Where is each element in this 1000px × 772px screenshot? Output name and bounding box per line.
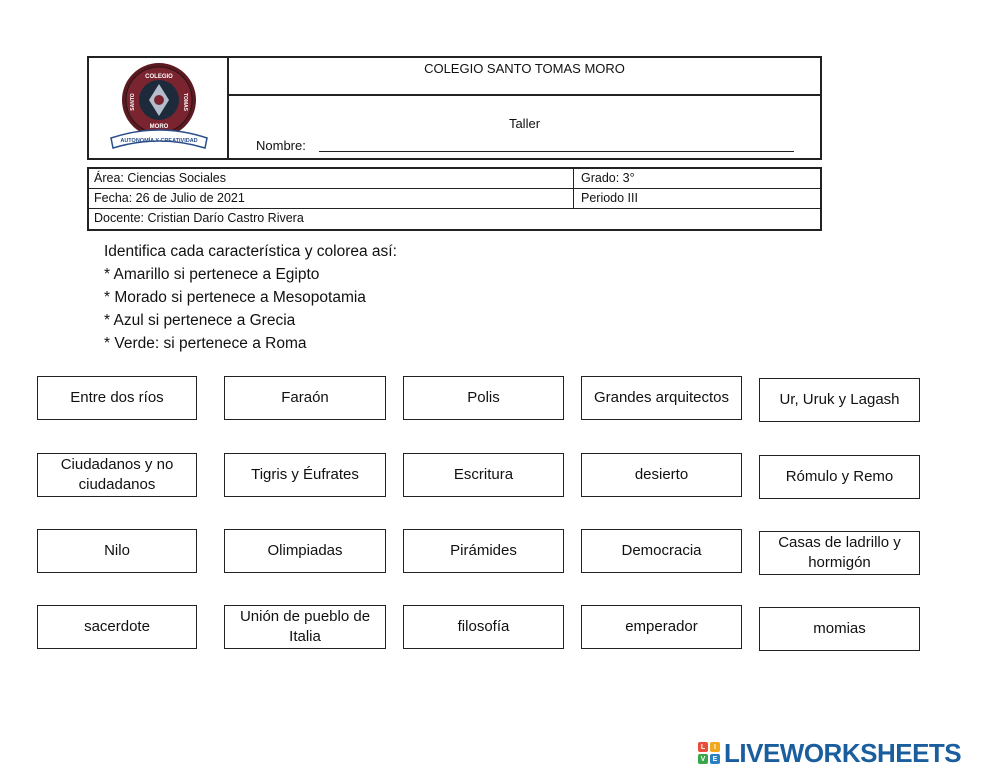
- info-table: Área: Ciencias Sociales Grado: 3° Fecha:…: [87, 167, 822, 231]
- block-i: I: [710, 742, 720, 752]
- block-v: V: [698, 754, 708, 764]
- card-escritura[interactable]: Escritura: [403, 453, 564, 497]
- card-entre-dos-rios[interactable]: Entre dos ríos: [37, 376, 197, 420]
- logo-text-left: SANTO: [130, 93, 136, 111]
- card-emperador[interactable]: emperador: [581, 605, 742, 649]
- logo-text-top: COLEGIO: [145, 74, 173, 80]
- school-name: COLEGIO SANTO TOMAS MORO: [424, 61, 625, 76]
- instruction-egypt: * Amarillo si pertenece a Egipto: [104, 266, 320, 283]
- teacher-value: Docente: Cristian Darío Castro Rivera: [94, 211, 304, 225]
- header-box: COLEGIO SANTO TOMAS MORO AUTONOMÍA Y CRE…: [87, 56, 822, 160]
- card-faraon[interactable]: Faraón: [224, 376, 386, 420]
- school-logo: COLEGIO SANTO TOMAS MORO AUTONOMÍA Y CRE…: [110, 63, 208, 149]
- block-l: L: [698, 742, 708, 752]
- card-ciudadanos[interactable]: Ciudadanos y no ciudadanos: [37, 453, 197, 497]
- card-casas-ladrillo[interactable]: Casas de ladrillo y hormigón: [759, 531, 920, 575]
- workshop-row: Taller Nombre:: [229, 96, 820, 158]
- info-row-teacher: Docente: Cristian Darío Castro Rivera: [89, 209, 820, 229]
- card-nilo[interactable]: Nilo: [37, 529, 197, 573]
- instruction-rome: * Verde: si pertenece a Roma: [104, 335, 307, 352]
- period-value: Periodo III: [581, 191, 638, 205]
- card-romulo-remo[interactable]: Rómulo y Remo: [759, 455, 920, 499]
- card-union-pueblo[interactable]: Unión de pueblo de Italia: [224, 605, 386, 649]
- workshop-title: Taller: [508, 116, 541, 131]
- card-ur-uruk-lagash[interactable]: Ur, Uruk y Lagash: [759, 378, 920, 422]
- card-momias[interactable]: momias: [759, 607, 920, 651]
- info-row-date: Fecha: 26 de Julio de 2021 Periodo III: [89, 189, 820, 209]
- school-name-row: COLEGIO SANTO TOMAS MORO: [229, 58, 820, 96]
- date-value: Fecha: 26 de Julio de 2021: [94, 191, 245, 205]
- liveworksheets-blocks-icon: L I V E: [698, 742, 720, 764]
- name-input-line[interactable]: [319, 151, 794, 152]
- card-olimpiadas[interactable]: Olimpiadas: [224, 529, 386, 573]
- card-tigris-eufrates[interactable]: Tigris y Éufrates: [224, 453, 386, 497]
- logo-ribbon-text: AUTONOMÍA Y CREATIVIDAD: [120, 136, 197, 144]
- school-logo-cell: COLEGIO SANTO TOMAS MORO AUTONOMÍA Y CRE…: [89, 58, 229, 158]
- logo-text-right: TOMAS: [182, 93, 188, 112]
- block-e: E: [710, 754, 720, 764]
- card-democracia[interactable]: Democracia: [581, 529, 742, 573]
- logo-text-bottom: MORO: [150, 124, 169, 130]
- card-piramides[interactable]: Pirámides: [403, 529, 564, 573]
- info-divider: [573, 169, 574, 188]
- card-desierto[interactable]: desierto: [581, 453, 742, 497]
- instruction-greece: * Azul si pertenece a Grecia: [104, 312, 296, 329]
- instruction-intro: Identifica cada característica y colorea…: [104, 243, 397, 260]
- grade-value: Grado: 3°: [581, 171, 635, 185]
- instruction-mesopotamia: * Morado si pertenece a Mesopotamia: [104, 289, 366, 306]
- instructions: Identifica cada característica y colorea…: [104, 240, 397, 355]
- liveworksheets-brand: LIVEWORKSHEETS: [724, 737, 962, 768]
- card-sacerdote[interactable]: sacerdote: [37, 605, 197, 649]
- area-value: Área: Ciencias Sociales: [94, 171, 227, 185]
- card-filosofia[interactable]: filosofía: [403, 605, 564, 649]
- name-label: Nombre:: [256, 138, 306, 153]
- card-grandes-arquitectos[interactable]: Grandes arquitectos: [581, 376, 742, 420]
- info-row-area: Área: Ciencias Sociales Grado: 3°: [89, 169, 820, 189]
- liveworksheets-logo[interactable]: L I V E LIVEWORKSHEETS: [698, 737, 962, 768]
- info-divider: [573, 189, 574, 208]
- card-polis[interactable]: Polis: [403, 376, 564, 420]
